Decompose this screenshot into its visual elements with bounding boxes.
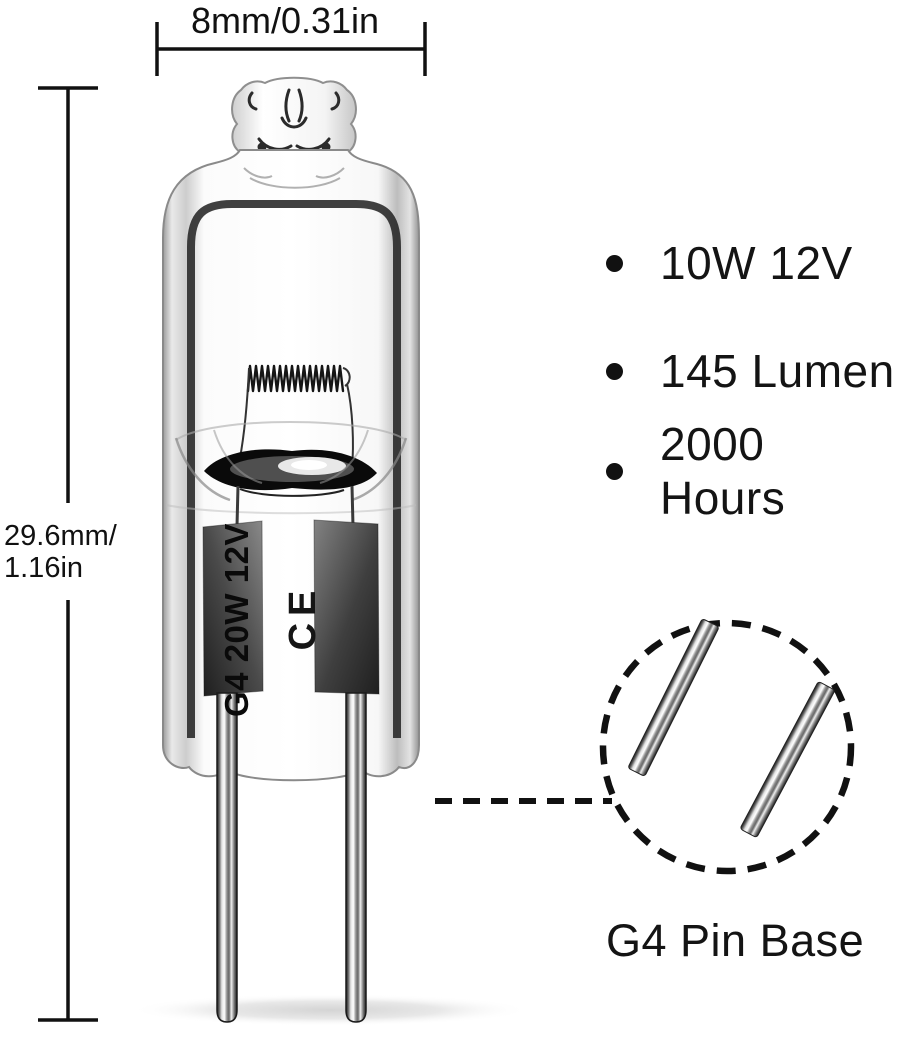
pin-base-caption: G4 Pin Base [606,915,865,966]
tip-mold-details [247,88,341,152]
lead-wires [235,485,355,527]
spec-item-hours: 2000 Hours [606,418,898,524]
ce-mark: CE [282,583,324,651]
pinch-seal [165,421,417,515]
bullet-icon [606,462,623,480]
shoulder-reflections [243,167,345,189]
pin-zoom-circle [599,619,855,875]
diameter-dimension-label: 8mm/0.31in [190,0,380,41]
spec-item-wattage: 10W 12V [606,236,853,290]
spec-label: 2000 Hours [660,418,786,524]
label-plate-left [202,520,264,697]
spec-label: 10W 12V [660,237,853,289]
bullet-icon [606,362,623,380]
height-dimension-line1: 29.6mm/ [4,520,117,552]
bulb-shadow [130,994,530,1026]
filament-coil [246,364,345,393]
zoomed-pin-left [628,619,719,776]
height-dimension-line2: 1.16in [4,552,84,584]
height-dimension-label: 29.6mm/ 1.16in [4,520,117,584]
left-dimension-line [38,86,98,1022]
bullet-icon [606,254,623,272]
bulb-pins [216,692,367,1023]
spec-label: 145 Lumen [660,345,895,397]
bulb-illustration [162,76,420,782]
label-plate-right [313,519,380,695]
spec-item-lumen: 145 Lumen [606,344,895,398]
bulb-printed-label: G4 20W 12V [218,523,255,717]
zoomed-pin-right [740,681,835,838]
top-dimension-line [155,22,427,76]
